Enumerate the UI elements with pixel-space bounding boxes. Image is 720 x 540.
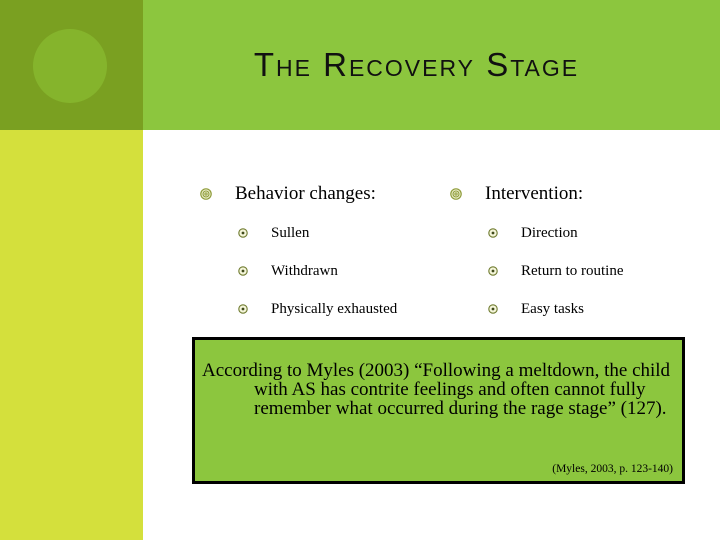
column-behavior-changes: Behavior changes: Sullen <box>200 183 450 318</box>
target-dot-bullet-icon <box>238 266 248 276</box>
list-item: Direction <box>450 224 710 242</box>
list-heading-label: Behavior changes: <box>235 183 376 204</box>
page-title: The Recovery Stage <box>253 46 580 83</box>
corner-circle <box>33 29 107 103</box>
target-dot-bullet-icon <box>488 304 498 314</box>
quote-citation: (Myles, 2003, p. 123-140) <box>552 463 673 475</box>
list-item: Return to routine <box>450 262 710 280</box>
target-dot-bullet-icon <box>238 228 248 238</box>
target-dot-bullet-icon <box>488 266 498 276</box>
quote-text: According to Myles (2003) “Following a m… <box>202 360 671 419</box>
quote-box: According to Myles (2003) “Following a m… <box>192 337 685 484</box>
list-heading-label: Intervention: <box>485 183 584 204</box>
list-item-label: Direction <box>521 224 578 241</box>
list-heading: Behavior changes: <box>200 183 450 204</box>
column-intervention: Intervention: Direction <box>450 183 710 318</box>
concentric-circles-bullet-icon <box>200 188 212 200</box>
target-dot-bullet-icon <box>488 228 498 238</box>
corner-square <box>0 0 143 130</box>
list-item-label: Return to routine <box>521 262 624 279</box>
list-item-label: Withdrawn <box>271 262 338 279</box>
concentric-circles-bullet-icon <box>450 188 462 200</box>
list-item-label: Easy tasks <box>521 300 584 317</box>
list-heading: Intervention: <box>450 183 710 204</box>
target-dot-bullet-icon <box>238 304 248 314</box>
bullet-columns: Behavior changes: Sullen <box>200 183 710 318</box>
list-item: Physically exhausted <box>200 300 450 318</box>
list-item: Sullen <box>200 224 450 242</box>
list-item-label: Physically exhausted <box>271 300 398 317</box>
title-band: The Recovery Stage <box>143 0 720 130</box>
list-item-label: Sullen <box>271 224 310 241</box>
list-item: Easy tasks <box>450 300 710 318</box>
list-item: Withdrawn <box>200 262 450 280</box>
